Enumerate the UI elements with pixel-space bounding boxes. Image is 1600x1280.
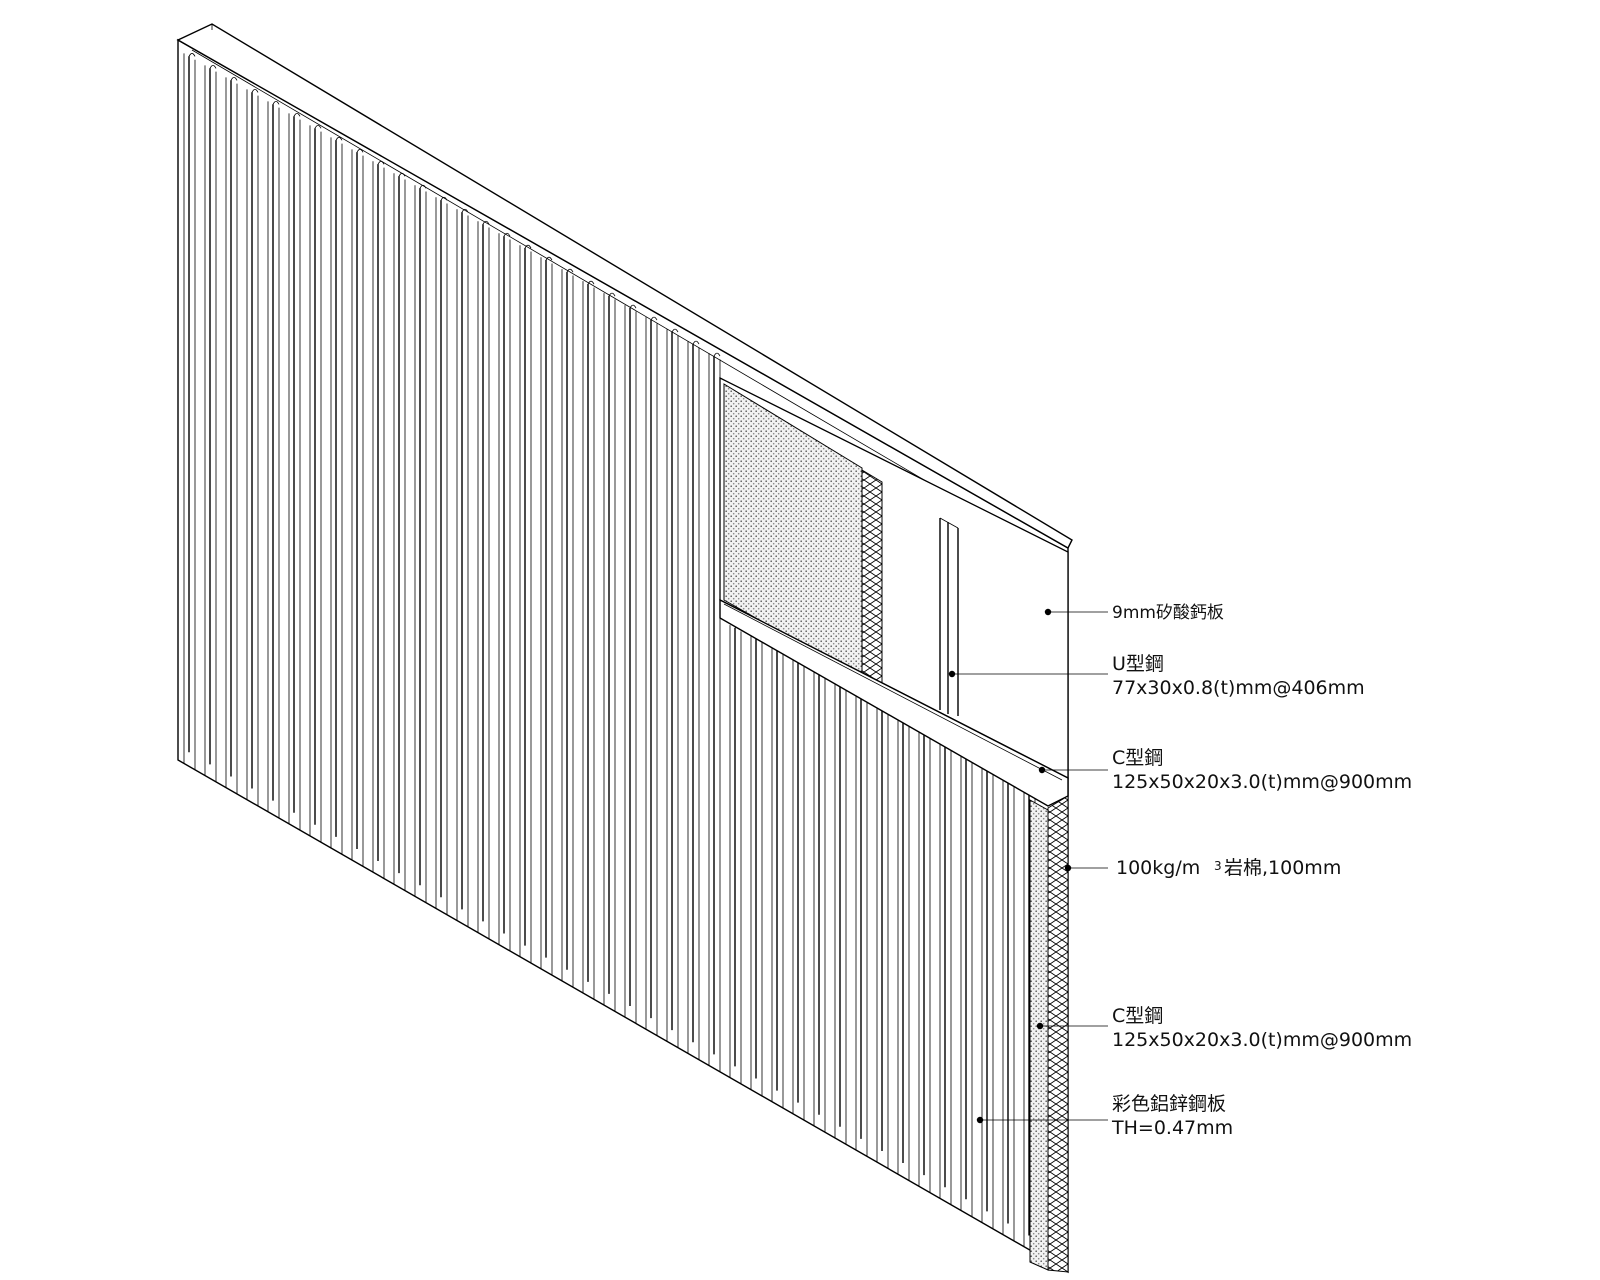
cladding-ribs xyxy=(183,53,1036,1253)
cladding-rib-top xyxy=(713,352,721,357)
u-steel-stud xyxy=(939,517,959,716)
label-u-steel-spec: 77x30x0.8(t)mm@406mm xyxy=(1112,677,1365,699)
cladding-rib-top xyxy=(356,148,364,153)
label-u-steel-name: U型鋼 xyxy=(1112,653,1164,675)
cladding-rib-top xyxy=(545,256,553,261)
top-cap xyxy=(176,23,1073,549)
cladding-rib-top xyxy=(272,100,280,105)
label-cladding-name: 彩色鋁鋅鋼板 xyxy=(1112,1093,1226,1115)
rockwool-edge xyxy=(1029,799,1049,1271)
cladding-rib-top xyxy=(230,77,238,81)
cladding-rib-top xyxy=(251,88,259,93)
cladding-rib-top xyxy=(293,112,301,117)
cladding-rib-top xyxy=(608,292,616,297)
cladding-rib-top xyxy=(335,136,343,141)
cladding-rib-top xyxy=(188,53,196,57)
cladding-rib-top xyxy=(503,232,511,237)
label-rockwool-rest: 岩棉,100mm xyxy=(1224,857,1341,879)
middle-c-steel xyxy=(719,598,1069,807)
label-rockwool-density: 100kg/m xyxy=(1116,857,1200,879)
label-c-steel-bot-name: C型鋼 xyxy=(1112,1005,1163,1027)
label-cladding-spec: TH=0.47mm xyxy=(1111,1117,1233,1139)
cladding-rib-top xyxy=(314,124,322,129)
cladding-rib-top xyxy=(482,220,490,225)
cladding-rib-top xyxy=(692,340,700,345)
cladding-rib-top xyxy=(377,160,385,165)
label-c-steel-top-name: C型鋼 xyxy=(1112,747,1163,769)
cladding-rib-top xyxy=(671,328,679,333)
insulation-strip-upper xyxy=(861,469,883,691)
leader-lines xyxy=(948,608,1108,1124)
cladding-rib-top xyxy=(419,184,427,189)
cladding-rib-top xyxy=(398,172,406,177)
cladding-rib-top xyxy=(440,196,448,201)
label-rockwool-sup: 3 xyxy=(1214,859,1222,873)
label-c-steel-bot-spec: 125x50x20x3.0(t)mm@900mm xyxy=(1112,1029,1412,1051)
cladding-rib-top xyxy=(629,304,637,309)
cladding-rib-top xyxy=(587,280,595,285)
cladding-rib-top xyxy=(209,65,217,69)
cladding-rib-top xyxy=(461,208,469,213)
label-board: 9mm矽酸鈣板 xyxy=(1112,603,1224,623)
cladding-rib-top xyxy=(524,244,532,249)
cladding-rib-top xyxy=(566,268,574,273)
cladding-rib-top xyxy=(650,316,658,321)
label-c-steel-top-spec: 125x50x20x3.0(t)mm@900mm xyxy=(1112,771,1412,793)
